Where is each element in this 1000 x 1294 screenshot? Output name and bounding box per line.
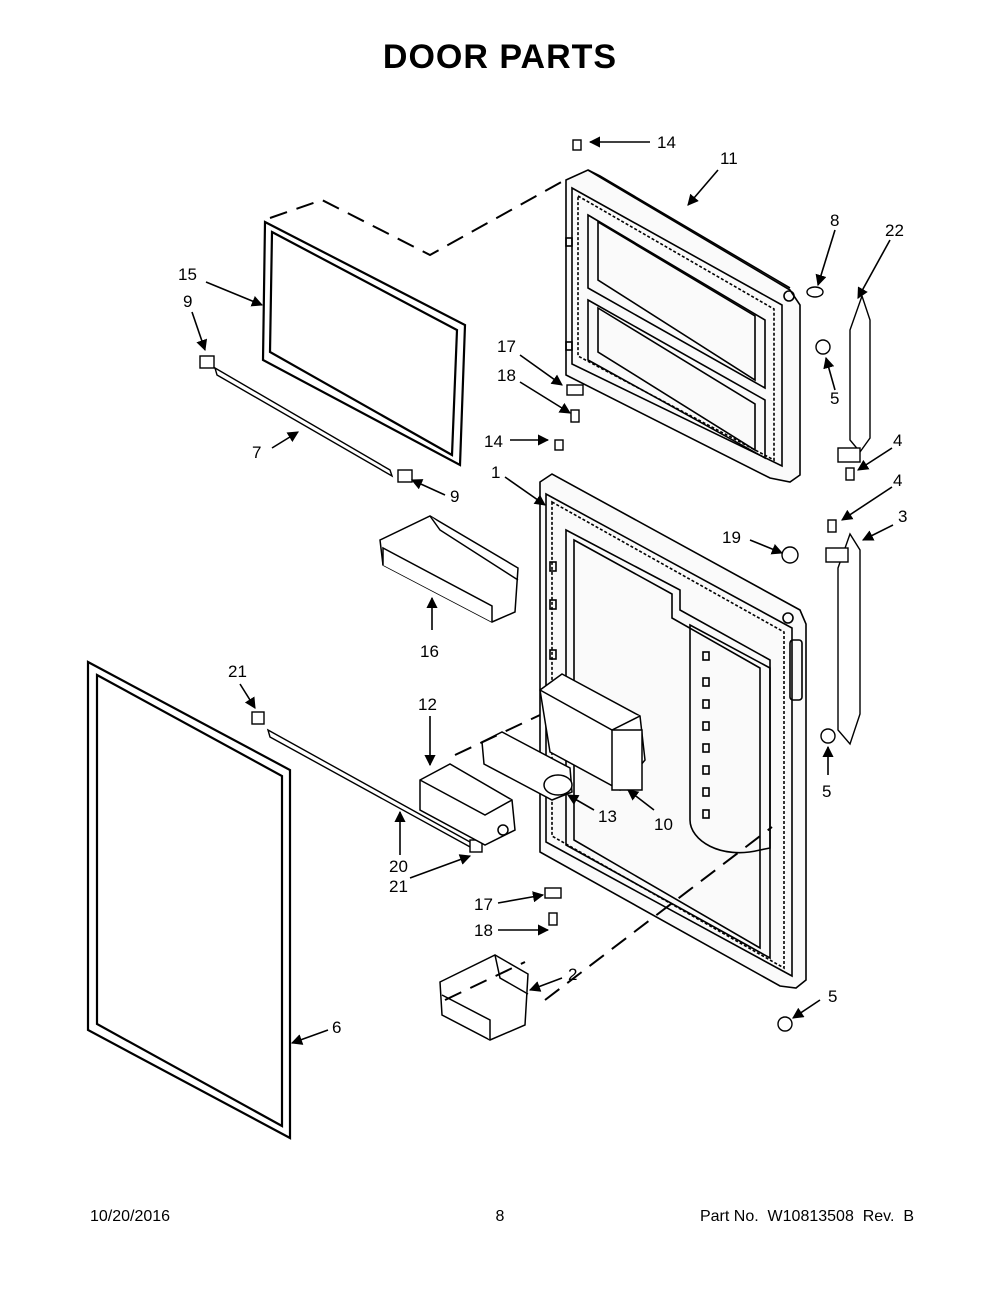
callout-21: 21 xyxy=(228,662,247,681)
callout-18: 18 xyxy=(474,921,493,940)
callout-7: 7 xyxy=(252,443,261,462)
callout-5: 5 xyxy=(830,389,839,408)
callout-20: 20 xyxy=(389,857,408,876)
callout-12: 12 xyxy=(418,695,437,714)
footer-part-number: Part No. W10813508 Rev. B xyxy=(699,1208,914,1225)
callout-14: 14 xyxy=(484,432,503,451)
guide-lines xyxy=(269,179,773,1001)
callout-3: 3 xyxy=(898,507,907,526)
page-title: DOOR PARTS xyxy=(382,38,618,76)
callout-9: 9 xyxy=(450,487,459,506)
door-bin-small xyxy=(439,954,529,1041)
trim-bars xyxy=(199,355,483,853)
callout-18: 18 xyxy=(497,366,516,385)
callout-22: 22 xyxy=(885,221,904,240)
callout-10: 10 xyxy=(654,815,673,834)
hardware xyxy=(544,139,871,1032)
fresh-food-door xyxy=(539,473,807,989)
callout-4: 4 xyxy=(893,471,902,490)
callout-17: 17 xyxy=(497,337,516,356)
door-bin-large xyxy=(379,515,519,623)
callout-9: 9 xyxy=(183,292,192,311)
callout-6: 6 xyxy=(332,1018,341,1037)
callout-11: 11 xyxy=(720,149,738,168)
callout-15: 15 xyxy=(178,265,197,284)
callout-5: 5 xyxy=(828,987,837,1006)
callout-14: 14 xyxy=(657,133,676,152)
fresh-food-gasket xyxy=(86,660,292,1140)
dispenser-parts xyxy=(419,673,646,846)
callout-8: 8 xyxy=(830,211,839,230)
callout-21: 21 xyxy=(389,877,408,896)
callout-labels: 14 11 8 22 15 9 17 18 5 7 14 4 1 9 4 3 1… xyxy=(178,133,907,1037)
callout-1: 1 xyxy=(491,463,500,482)
footer-date: 10/20/2016 xyxy=(90,1208,171,1225)
callout-5: 5 xyxy=(822,782,831,801)
callout-2: 2 xyxy=(568,965,577,984)
callout-17: 17 xyxy=(474,895,493,914)
callout-13: 13 xyxy=(598,807,617,826)
callout-4: 4 xyxy=(893,431,902,450)
freezer-gasket xyxy=(261,220,467,467)
leader-lines xyxy=(191,136,894,1045)
callout-16: 16 xyxy=(420,642,439,661)
callout-19: 19 xyxy=(722,528,741,547)
freezer-door xyxy=(565,169,801,483)
footer-page-number: 8 xyxy=(495,1208,505,1225)
